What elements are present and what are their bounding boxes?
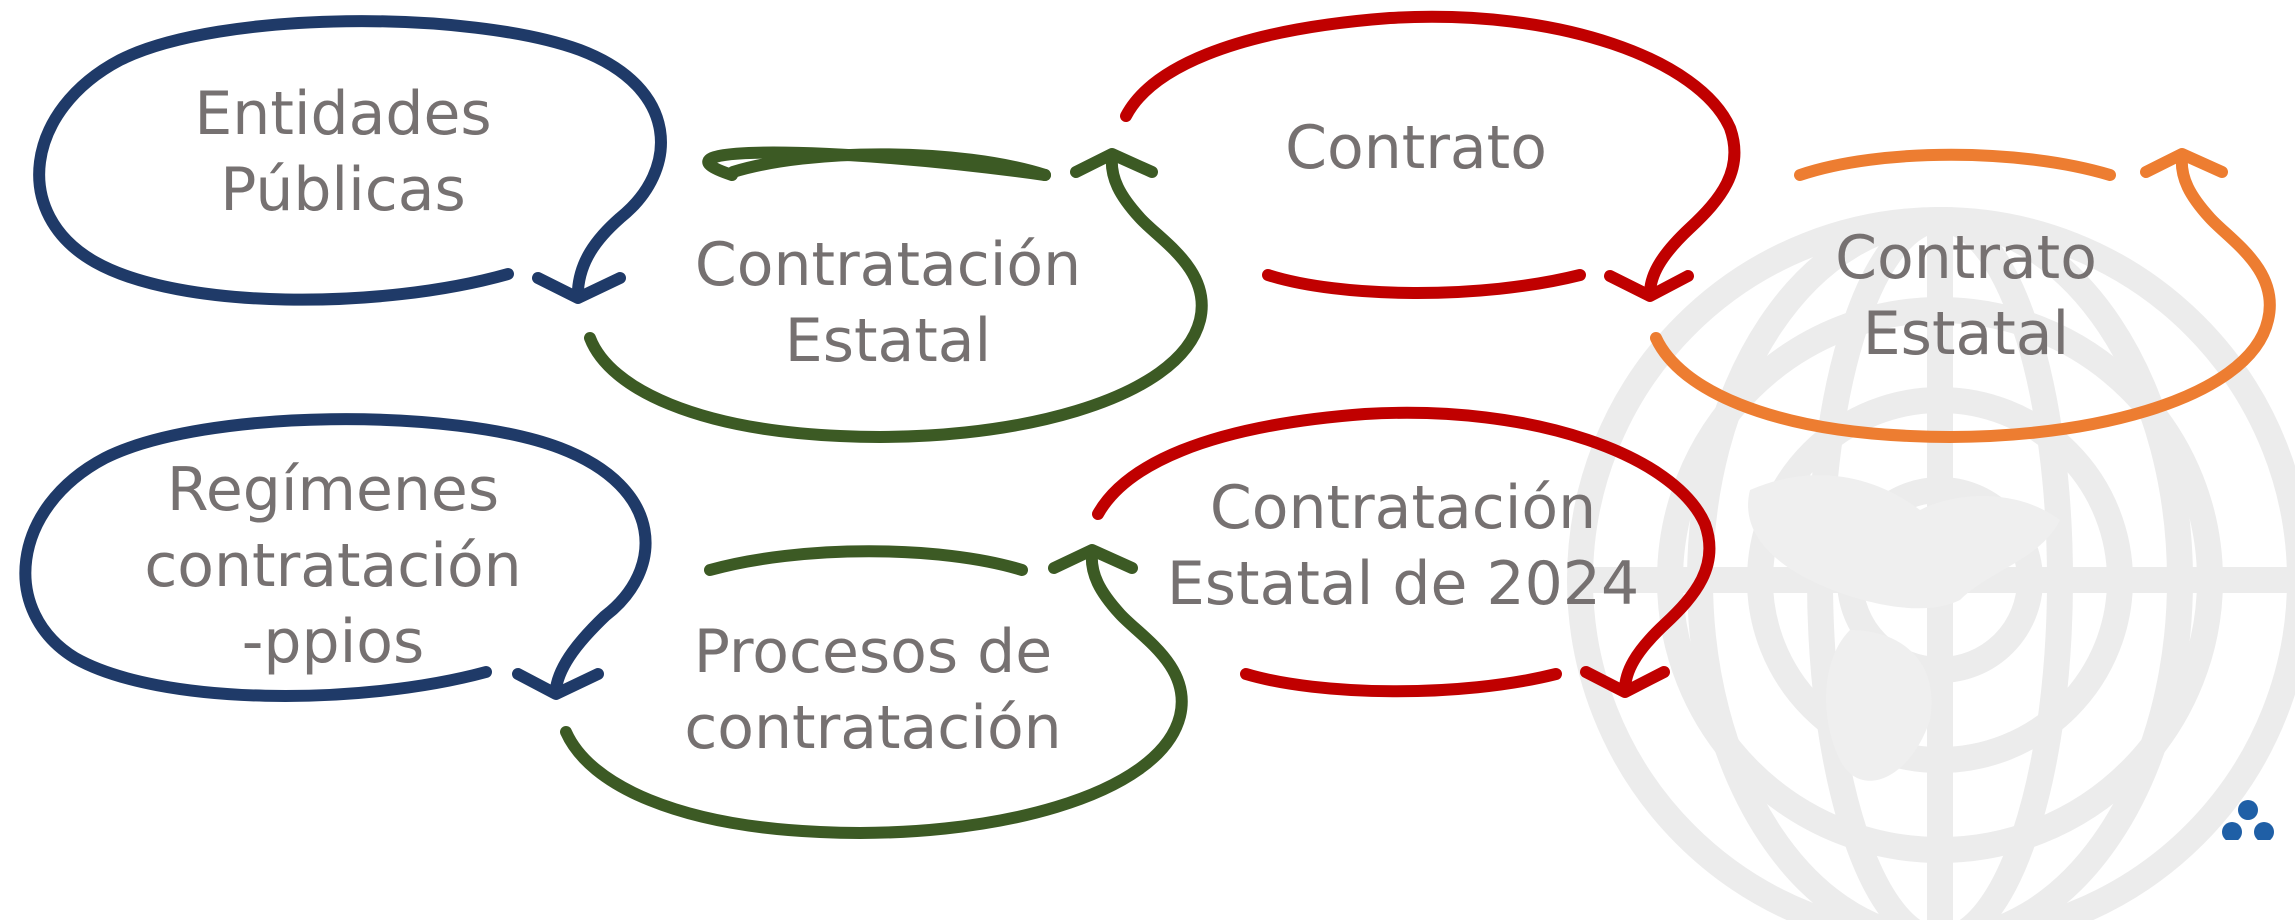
- node-label-contratacion-2024: Contratación Estatal de 2024: [1166, 473, 1640, 619]
- cycle-arrow-procesos: [560, 544, 1188, 839]
- node-label-contratacion-estatal: Contratación Estatal: [694, 230, 1082, 376]
- globe-watermark: [1567, 207, 2295, 920]
- node-label-regimenes: Regímenes contratación -ppios: [144, 455, 522, 677]
- logo-icon: [2222, 800, 2274, 840]
- cycle-arrow-contrato-estatal: [1650, 148, 2276, 443]
- node-label-procesos: Procesos de contratación: [684, 617, 1062, 763]
- cycle-arrow-contrato: [1120, 10, 1741, 302]
- cycle-arrow-contratacion-estatal: [584, 146, 1208, 443]
- node-label-entidades: Entidades Públicas: [194, 79, 492, 225]
- cycle-arrow-regimenes: [19, 413, 652, 702]
- node-label-contrato-estatal: Contrato Estatal: [1835, 223, 2097, 369]
- cycle-diagram: [19, 10, 2276, 839]
- cycle-arrow-entidades: [33, 15, 667, 306]
- node-label-contrato: Contrato: [1285, 113, 1547, 183]
- cycle-arrow-contratacion-2024: [1092, 406, 1716, 698]
